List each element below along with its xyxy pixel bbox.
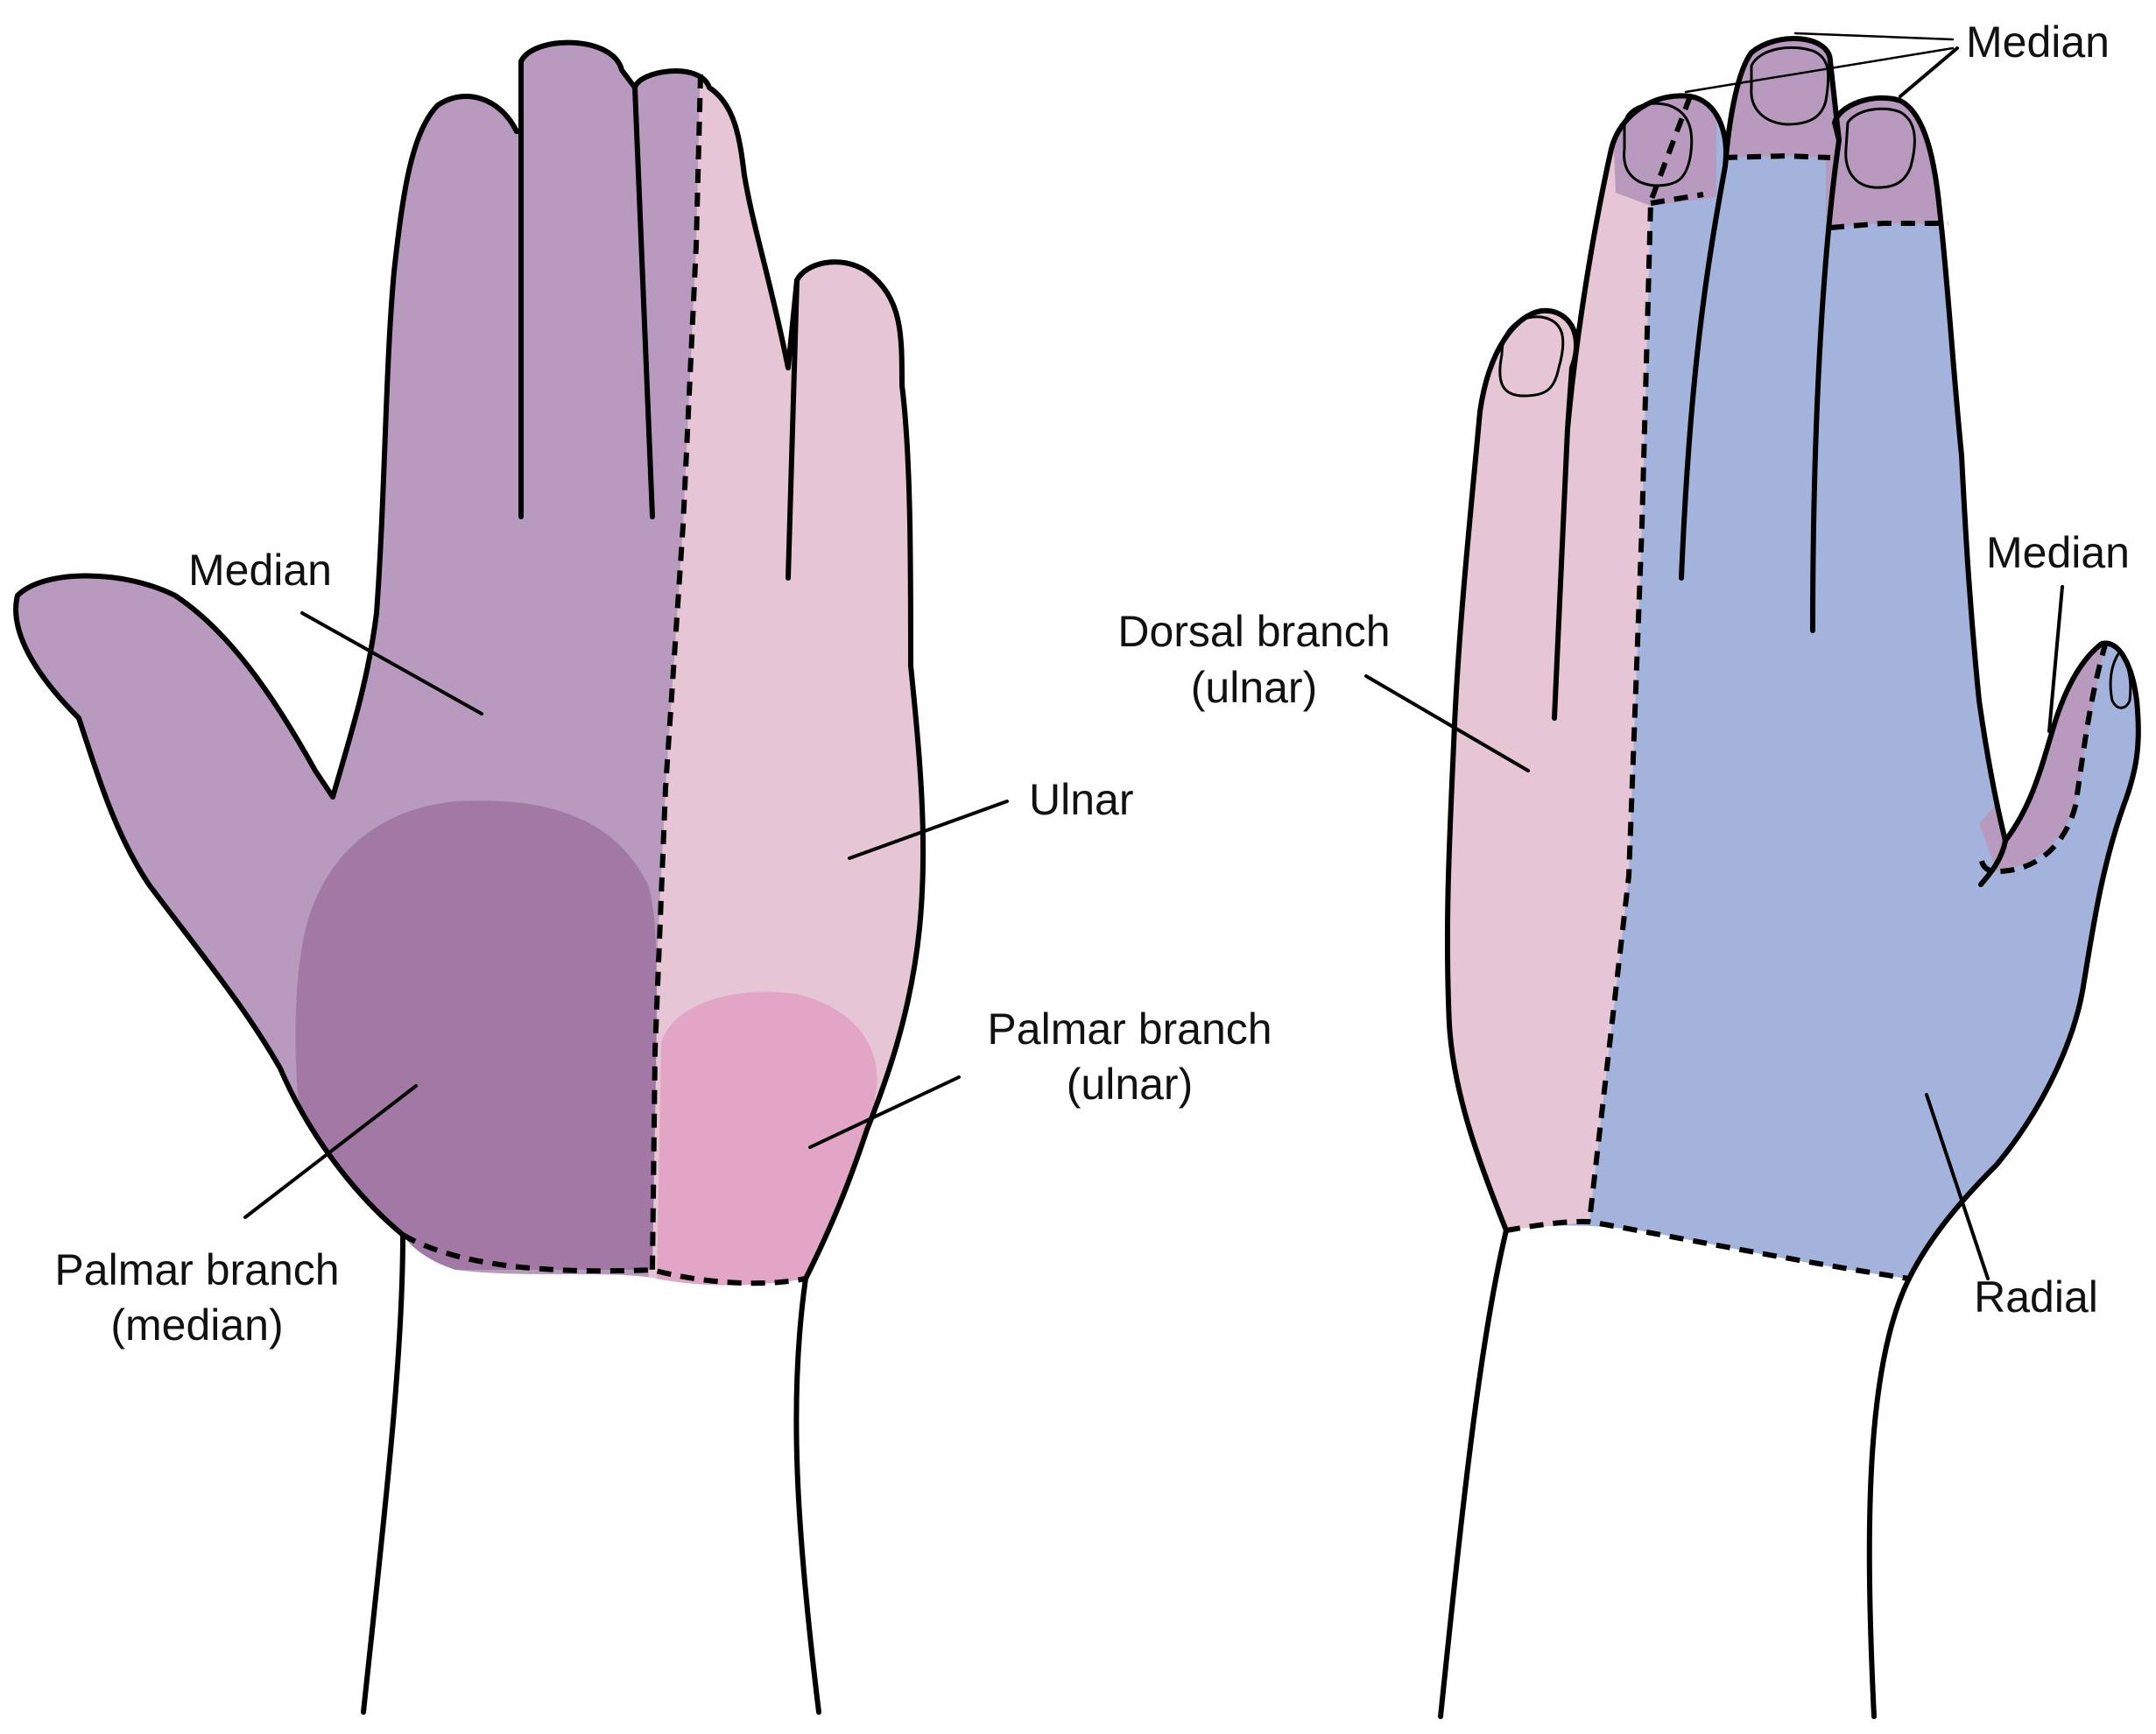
dorsal-label-dorsal-branch-1: Dorsal branch (1117, 607, 1390, 656)
dorsal-dashed-thumb (1978, 641, 2109, 875)
dorsal-fingernail-index (1844, 107, 1916, 189)
palm-label-median: Median (188, 546, 332, 595)
dorsal-forearm-right-edge (1866, 1276, 1912, 1719)
dorsal-outline (1444, 36, 2141, 1281)
palm-label-palmar-branch-ulnar-1: Palmar branch (987, 1004, 1272, 1054)
palm-leader-ulnar (848, 800, 1009, 860)
palm-label-palmar-branch-ulnar-2: (ulnar) (1067, 1060, 1193, 1109)
palm-forearm-right-edge (793, 1276, 821, 1715)
palm-finger-gap-2 (632, 85, 655, 519)
dorsal-finger-gap-3 (1810, 137, 1842, 633)
palm-outline (13, 39, 927, 1281)
palm-dashed-median-ulnar-boundary (650, 74, 703, 1271)
palm-forearm-left-edge (361, 1232, 405, 1715)
palm-label-palmar-branch-median-1: Palmar branch (54, 1245, 339, 1294)
dorsal-thumbnail (2109, 650, 2132, 709)
dorsal-label-radial: Radial (1974, 1272, 2098, 1322)
dorsal-leader-median-top-1 (1684, 46, 1955, 94)
palm-label-palmar-branch-median-2: (median) (110, 1300, 283, 1350)
dorsal-region-median-fingertip-1 (1611, 88, 1716, 206)
dorsal-leader-dorsal-branch (1364, 674, 1530, 772)
dorsal-view: Median Median Dorsal branch (ulnar) Radi… (1117, 18, 2141, 1719)
dorsal-dashed-ulnar-radial-boundary (1587, 95, 1693, 1223)
dorsal-leader-median-thumb (2047, 585, 2064, 733)
dorsal-dashed-fingertip-1 (1650, 192, 1704, 206)
dorsal-fingernail-little (1498, 315, 1565, 398)
dorsal-dashed-fingertip-3 (1829, 221, 1948, 230)
dorsal-leader-median-top-3 (1899, 46, 1959, 98)
dorsal-finger-gap-2 (1679, 164, 1728, 581)
dorsal-thumb-gap (1978, 838, 2008, 887)
dorsal-leader-median-top-2 (1793, 32, 1955, 41)
dorsal-fingernail-ring (1623, 102, 1694, 187)
palm-leader-palmar-branch-median (243, 1084, 418, 1219)
palm-region-ulnar (648, 42, 924, 1286)
dorsal-label-median-top: Median (1966, 18, 2110, 67)
palm-region-palmar-branch-ulnar (657, 991, 877, 1286)
palm-region-palmar-branch-median (295, 800, 657, 1270)
palm-finger-gap-3 (786, 278, 800, 581)
palm-label-ulnar: Ulnar (1029, 775, 1133, 824)
dorsal-finger-gap-1 (1552, 426, 1570, 721)
dorsal-forearm-left-edge (1438, 1228, 1509, 1719)
dorsal-leader-radial (1925, 1093, 1990, 1280)
palm-dashed-wrist-boundary (401, 1232, 807, 1286)
palm-leader-median (300, 611, 483, 715)
palm-leader-palmar-branch-ulnar (808, 1075, 961, 1149)
dorsal-fingernail-middle (1750, 46, 1830, 126)
dorsal-label-median-thumb: Median (1986, 528, 2130, 577)
dorsal-label-dorsal-branch-2: (ulnar) (1191, 663, 1317, 712)
